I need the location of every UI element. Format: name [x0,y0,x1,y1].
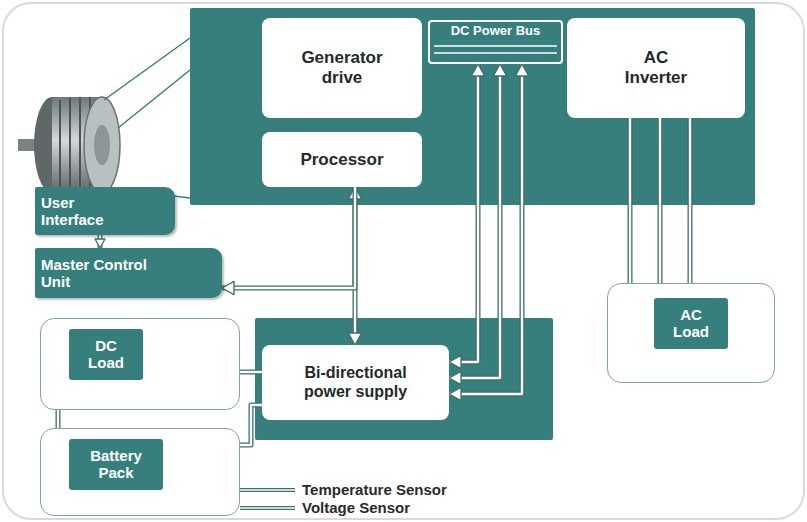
generator-face [84,97,120,193]
node-label: DC Load [69,329,143,380]
sensor-wires [240,490,295,508]
node-label: User Interface [41,194,126,229]
arrowhead [471,64,484,76]
connector [58,410,59,428]
node-label: Master Control Unit [41,256,171,291]
arrowhead [449,355,461,368]
load-box: DC Load [40,318,240,410]
node-label: AC Load [654,298,728,349]
page-frame [3,3,804,519]
connector [95,235,105,248]
power-panel [255,318,553,440]
connector [449,64,529,401]
connector [449,64,485,369]
connector [240,372,262,373]
connector-line [57,410,59,428]
arrowhead [222,281,234,294]
connector [222,187,355,295]
generator-fin [69,98,71,192]
generator-wires [104,38,190,198]
arrowhead [95,239,105,248]
generator-fin [59,100,61,190]
connector-line [689,118,691,283]
sensor-wire [240,506,295,510]
connector-outline [688,118,693,283]
load-box: Battery Pack [40,428,240,516]
connector-line [240,405,262,445]
connector-outline [240,405,262,445]
control-box: User Interface [35,187,175,235]
node-label: Battery Pack [69,439,163,490]
module-box: AC Inverter [567,18,745,118]
arrowhead [348,333,361,345]
sensor-label: Temperature Sensor [300,481,449,498]
connector-line [629,118,631,283]
node-label: Processor [300,150,383,170]
connector [630,118,631,283]
arrowhead [515,64,528,76]
arrowhead [493,64,506,76]
sensor-wire [240,488,295,492]
load-box: AC Load [607,283,775,383]
connector-outline [628,118,633,283]
sensor-wire [240,489,295,491]
node-label: Bi-directional power supply [293,364,418,401]
bus-line [434,45,557,47]
wire [104,38,190,100]
connector-line [449,64,522,394]
control-box: Master Control Unit [35,248,222,298]
connector [690,118,691,283]
sensor-label: Voltage Sensor [300,499,412,516]
generator-fin [79,97,81,193]
connector-line [659,118,661,283]
arrowhead [449,387,461,400]
module-box: Bi-directional power supply [262,345,449,420]
bus-lines [434,46,557,53]
connector-outline [240,370,262,375]
bus-box: DC Power Bus [428,20,563,64]
connector [449,64,507,385]
connector-outline [449,64,500,378]
sensor-wire [240,507,295,509]
arrowhead [449,371,461,384]
node-label: DC Power Bus [451,24,541,39]
connector-line [240,371,262,373]
module-box: Generator drive [262,18,422,118]
connector [240,405,262,445]
generator-illustration [18,97,120,193]
connector-outline [449,64,522,394]
connector-line [449,64,500,378]
connector-line [449,64,478,362]
generator-hub [94,125,110,165]
module-box: Processor [262,132,422,187]
connector-line [222,187,355,288]
connector-outline [56,410,61,428]
node-label: Generator drive [292,48,392,87]
bus-line [434,52,557,54]
connector-outline [658,118,663,283]
connector-outline [449,64,478,362]
node-label: AC Inverter [616,48,696,87]
wire [118,70,190,128]
controller-panel [190,8,755,205]
connector-outline [222,187,355,288]
connector [660,118,661,283]
